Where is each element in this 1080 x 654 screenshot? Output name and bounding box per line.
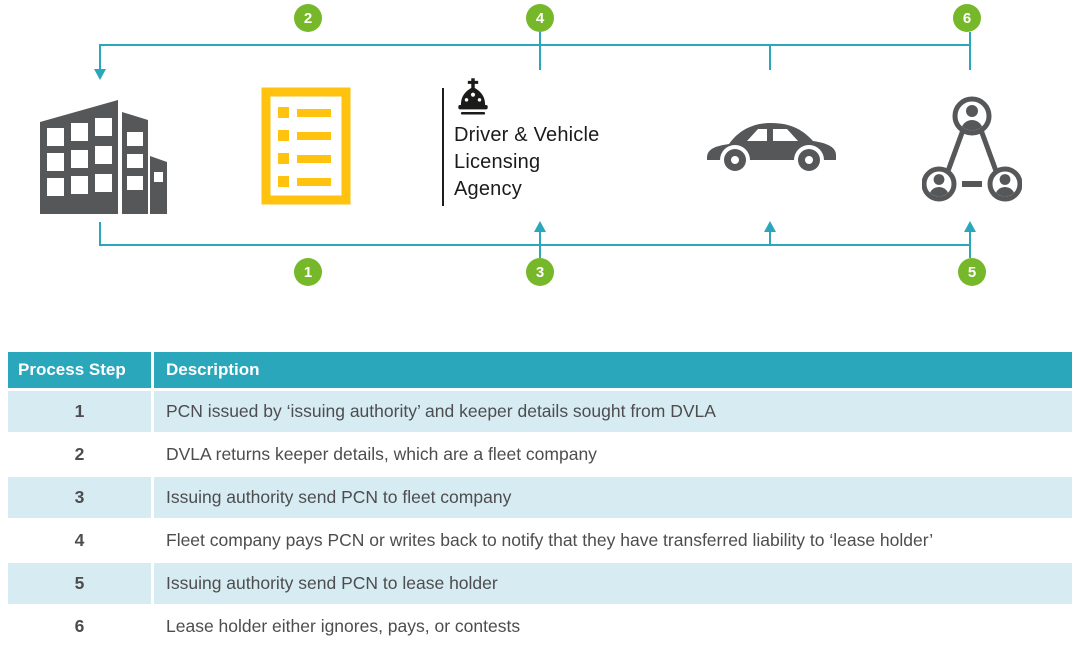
pcn-checklist-icon	[261, 87, 351, 205]
step-badge-5: 5	[958, 258, 986, 286]
flow-arrows	[94, 32, 976, 258]
step-number: 4	[8, 520, 154, 561]
table-body: 1 PCN issued by ‘issuing authority’ and …	[8, 391, 1072, 649]
step-badge-6: 6	[953, 4, 981, 32]
step-number: 3	[8, 477, 154, 518]
vehicle-icon	[707, 123, 836, 175]
table-row: 2 DVLA returns keeper details, which are…	[8, 434, 1072, 477]
table-row: 3 Issuing authority send PCN to fleet co…	[8, 477, 1072, 520]
step-badge-4: 4	[526, 4, 554, 32]
table-row: 5 Issuing authority send PCN to lease ho…	[8, 563, 1072, 606]
step-number: 2	[8, 434, 154, 475]
step-badge-1: 1	[294, 258, 322, 286]
process-flow-diagram: 2 4 6 1 3 5	[40, 4, 1022, 286]
step-description: Issuing authority send PCN to lease hold…	[166, 573, 498, 593]
table-row: 1 PCN issued by ‘issuing authority’ and …	[8, 391, 1072, 434]
dvla-text-line-1: Driver & Vehicle	[454, 124, 600, 146]
dvla-text-line-2: Licensing	[454, 151, 541, 173]
step-badge-2: 2	[294, 4, 322, 32]
table-row: 6 Lease holder either ignores, pays, or …	[8, 606, 1072, 649]
lease-holder-people-network-icon	[922, 96, 1022, 202]
table-row: 4 Fleet company pays PCN or writes back …	[8, 520, 1072, 563]
issuing-authority-building-icon	[40, 100, 167, 214]
step-number: 1	[8, 391, 154, 432]
dvla-divider-bar	[442, 88, 444, 206]
step-description: Issuing authority send PCN to fleet comp…	[166, 487, 512, 507]
step-description: Fleet company pays PCN or writes back to…	[166, 530, 934, 550]
table-header-row: Process Step Description	[8, 352, 1072, 391]
table-header-process-step: Process Step	[8, 352, 154, 388]
step-description: Lease holder either ignores, pays, or co…	[166, 616, 521, 636]
step-number: 5	[8, 563, 154, 604]
dvla-crown-icon	[458, 78, 488, 115]
step-badge-3: 3	[526, 258, 554, 286]
dvla-text-line-3: Agency	[454, 178, 522, 200]
table-header-description: Description	[166, 360, 260, 379]
dvla-logo: Driver & Vehicle Licensing Agency	[440, 76, 660, 211]
step-number: 6	[8, 606, 154, 647]
step-description: PCN issued by ‘issuing authority’ and ke…	[166, 401, 716, 421]
process-step-table: Process Step Description 1 PCN issued by…	[8, 352, 1072, 649]
step-description: DVLA returns keeper details, which are a…	[166, 444, 597, 464]
